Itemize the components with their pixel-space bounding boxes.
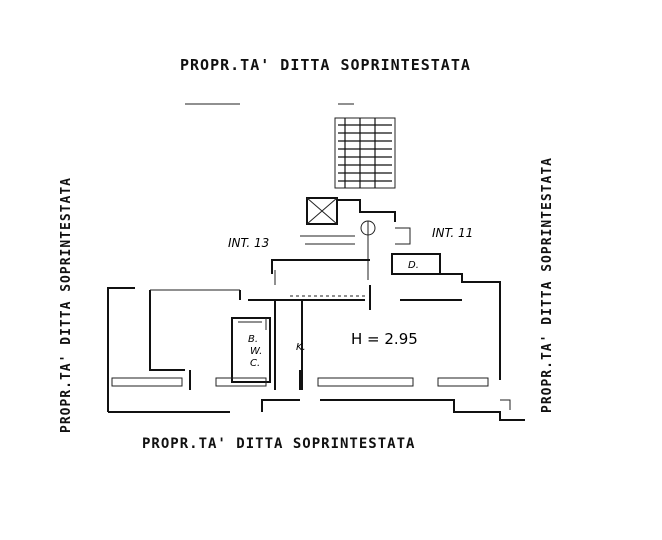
ceiling-height-label: H = 2.95 — [351, 330, 418, 348]
landing — [300, 199, 411, 280]
staircase — [334, 103, 396, 189]
int-11-label: INT. 11 — [432, 226, 473, 240]
room-d: D. — [391, 253, 441, 275]
elevator-shaft — [306, 197, 338, 225]
room-d-label: D. — [408, 260, 419, 271]
room-w-label: W. — [250, 346, 262, 357]
left-owner-label: PROPR.TA' DITTA SOPRINTESTATA — [59, 177, 74, 433]
top-owner-label: PROPR.TA' DITTA SOPRINTESTATA — [180, 56, 471, 74]
room-k-label: K. — [296, 342, 306, 353]
room-b-label: B. — [248, 334, 258, 345]
bottom-owner-label: PROPR.TA' DITTA SOPRINTESTATA — [142, 436, 415, 452]
right-owner-label: PROPR.TA' DITTA SOPRINTESTATA — [540, 157, 555, 413]
room-c-label: C. — [250, 358, 260, 369]
apartment-walls — [107, 259, 525, 421]
int-13-label: INT. 13 — [228, 236, 269, 250]
